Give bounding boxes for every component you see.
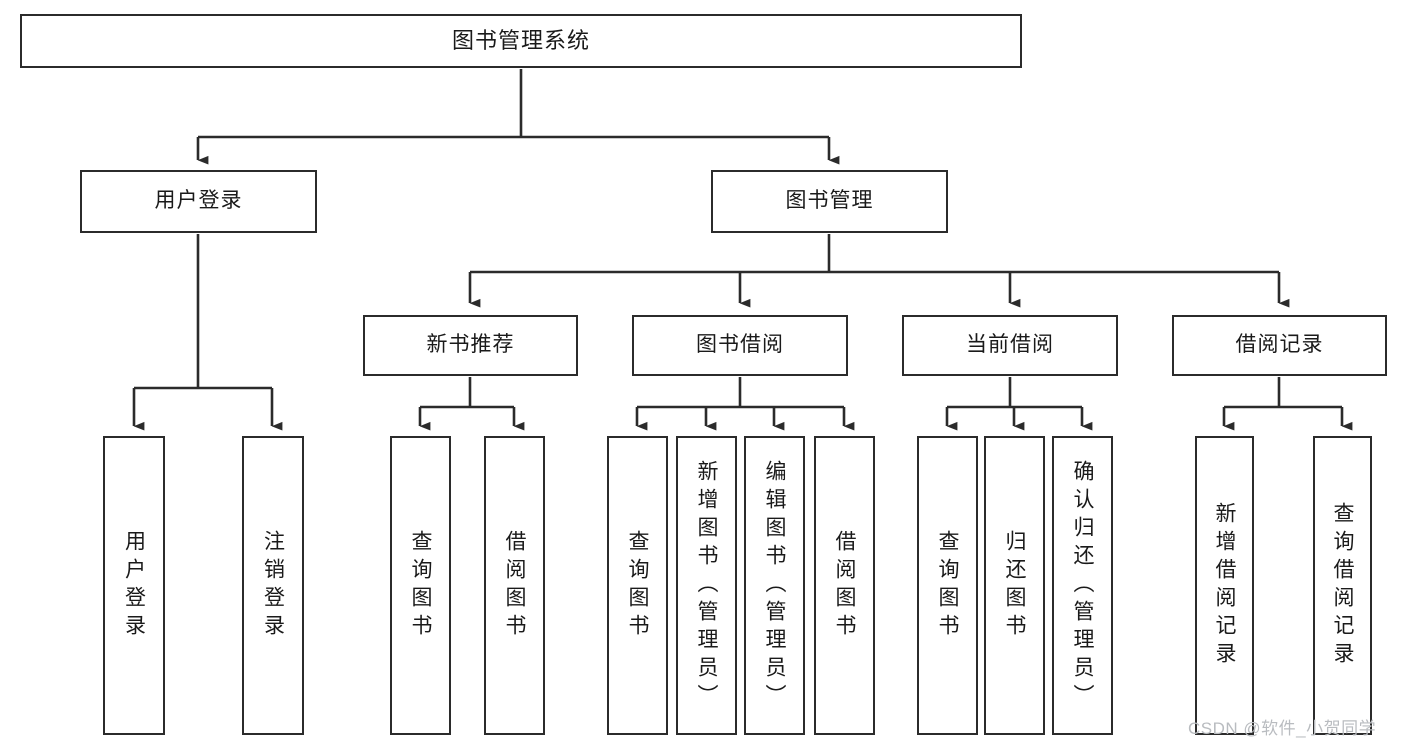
node-label: 当前借阅 xyxy=(966,333,1054,357)
node-label: 用户登录 xyxy=(122,529,146,642)
leaf-return-book[interactable]: 归还图书 xyxy=(984,436,1045,735)
leaf-borrow-book[interactable]: 借阅图书 xyxy=(814,436,875,735)
leaf-query-borrow-record[interactable]: 查询借阅记录 xyxy=(1313,436,1372,735)
node-label: 用户登录 xyxy=(154,189,243,213)
leaf-query-book-rec[interactable]: 查询图书 xyxy=(390,436,451,735)
node-current-borrow[interactable]: 当前借阅 xyxy=(902,315,1118,376)
node-label: 查询借阅记录 xyxy=(1331,501,1354,670)
leaf-user-login[interactable]: 用户登录 xyxy=(103,436,165,735)
node-library-management-system[interactable]: 图书管理系统 xyxy=(20,14,1022,68)
node-borrow-record[interactable]: 借阅记录 xyxy=(1172,315,1387,376)
leaf-logout[interactable]: 注销登录 xyxy=(242,436,304,735)
leaf-edit-book-admin[interactable]: 编辑图书（管理员） xyxy=(744,436,805,735)
leaf-borrow-book-rec[interactable]: 借阅图书 xyxy=(484,436,545,735)
leaf-add-book-admin[interactable]: 新增图书（管理员） xyxy=(676,436,737,735)
node-book-borrow[interactable]: 图书借阅 xyxy=(632,315,848,376)
leaf-confirm-return-admin[interactable]: 确认归还（管理员） xyxy=(1052,436,1113,735)
watermark-text: CSDN @软件_小贺同学 xyxy=(1188,719,1377,738)
node-book-management[interactable]: 图书管理 xyxy=(711,170,948,233)
node-label: 查询图书 xyxy=(409,529,432,642)
node-label: 图书管理系统 xyxy=(451,28,590,54)
node-label: 查询图书 xyxy=(626,529,649,642)
leaf-add-borrow-record[interactable]: 新增借阅记录 xyxy=(1195,436,1254,735)
node-label: 图书借阅 xyxy=(696,333,784,357)
leaf-query-book-borrow[interactable]: 查询图书 xyxy=(607,436,668,735)
node-label: 借阅记录 xyxy=(1235,333,1324,357)
node-label: 图书管理 xyxy=(785,189,874,213)
node-label: 编辑图书（管理员） xyxy=(763,459,786,712)
node-label: 新增借阅记录 xyxy=(1213,501,1236,670)
node-label: 确认归还（管理员） xyxy=(1071,459,1094,712)
node-label: 查询图书 xyxy=(936,529,959,642)
node-label: 新书推荐 xyxy=(426,333,515,357)
node-label: 借阅图书 xyxy=(503,529,526,642)
node-label: 注销登录 xyxy=(261,529,285,642)
leaf-query-book-current[interactable]: 查询图书 xyxy=(917,436,978,735)
node-label: 借阅图书 xyxy=(833,529,856,642)
node-label: 归还图书 xyxy=(1003,529,1026,642)
node-label: 新增图书（管理员） xyxy=(695,459,718,712)
node-user-login[interactable]: 用户登录 xyxy=(80,170,317,233)
node-new-book-recommend[interactable]: 新书推荐 xyxy=(363,315,578,376)
